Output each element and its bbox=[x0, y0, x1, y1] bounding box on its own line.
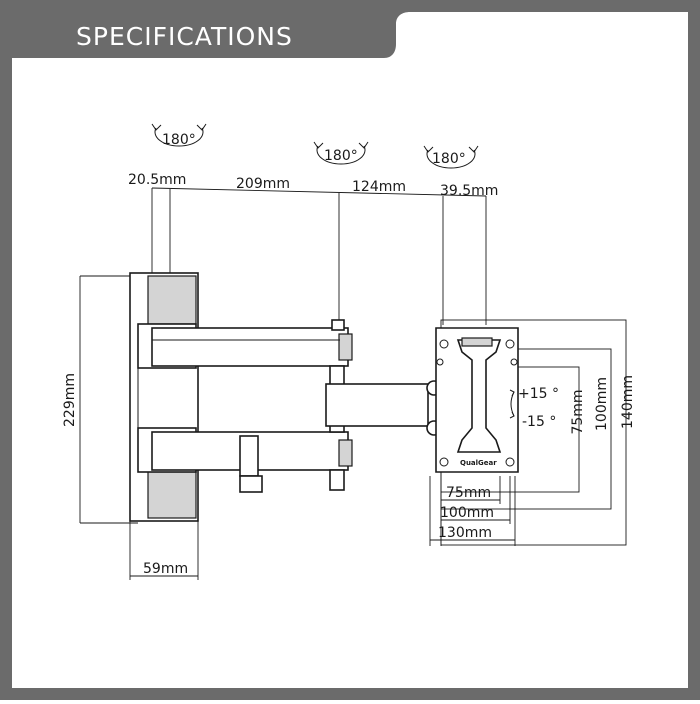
wall-plate bbox=[129, 272, 199, 522]
dimension-100mm-vertical: 100mm bbox=[594, 377, 610, 431]
vesa-plate bbox=[435, 327, 519, 473]
rotation-label-plate: 180° bbox=[432, 151, 466, 167]
tilt-arrow-icon bbox=[509, 389, 515, 419]
rotation-arrow-wall-icon bbox=[151, 123, 207, 147]
tilt-up-label: +15 ° bbox=[518, 386, 559, 402]
dimension-39-5mm: 39.5mm bbox=[440, 183, 498, 199]
rotation-arrow-arm-icon bbox=[313, 141, 369, 165]
rotation-label-arm: 180° bbox=[324, 148, 358, 164]
dimension-140mm-vertical: 140mm bbox=[620, 375, 636, 429]
top-dimension-lines bbox=[151, 187, 487, 325]
dimension-209mm: 209mm bbox=[236, 176, 290, 192]
height-dimension-lines bbox=[79, 275, 138, 524]
dimension-229mm: 229mm bbox=[62, 373, 78, 427]
dimension-75mm-vertical: 75mm bbox=[570, 389, 586, 434]
pivot-extension bbox=[325, 365, 442, 436]
lower-arm bbox=[151, 431, 353, 493]
tilt-down-label: -15 ° bbox=[522, 414, 556, 430]
dimension-130mm-horizontal: 130mm bbox=[438, 525, 492, 541]
dimension-20-5mm: 20.5mm bbox=[128, 172, 186, 188]
vesa-horizontal-dimension-lines bbox=[429, 476, 516, 546]
dimension-75mm-horizontal: 75mm bbox=[446, 485, 491, 501]
rotation-label-wall: 180° bbox=[162, 132, 196, 148]
rotation-arrow-plate-icon bbox=[423, 145, 479, 169]
upper-arm bbox=[151, 319, 353, 367]
dimension-100mm-horizontal: 100mm bbox=[440, 505, 494, 521]
dimension-124mm: 124mm bbox=[352, 179, 406, 195]
dimension-59mm: 59mm bbox=[143, 561, 188, 577]
depth-dimension-lines bbox=[129, 520, 199, 580]
header-title: SPECIFICATIONS bbox=[76, 22, 293, 51]
brand-logo: QualGear bbox=[460, 459, 497, 467]
